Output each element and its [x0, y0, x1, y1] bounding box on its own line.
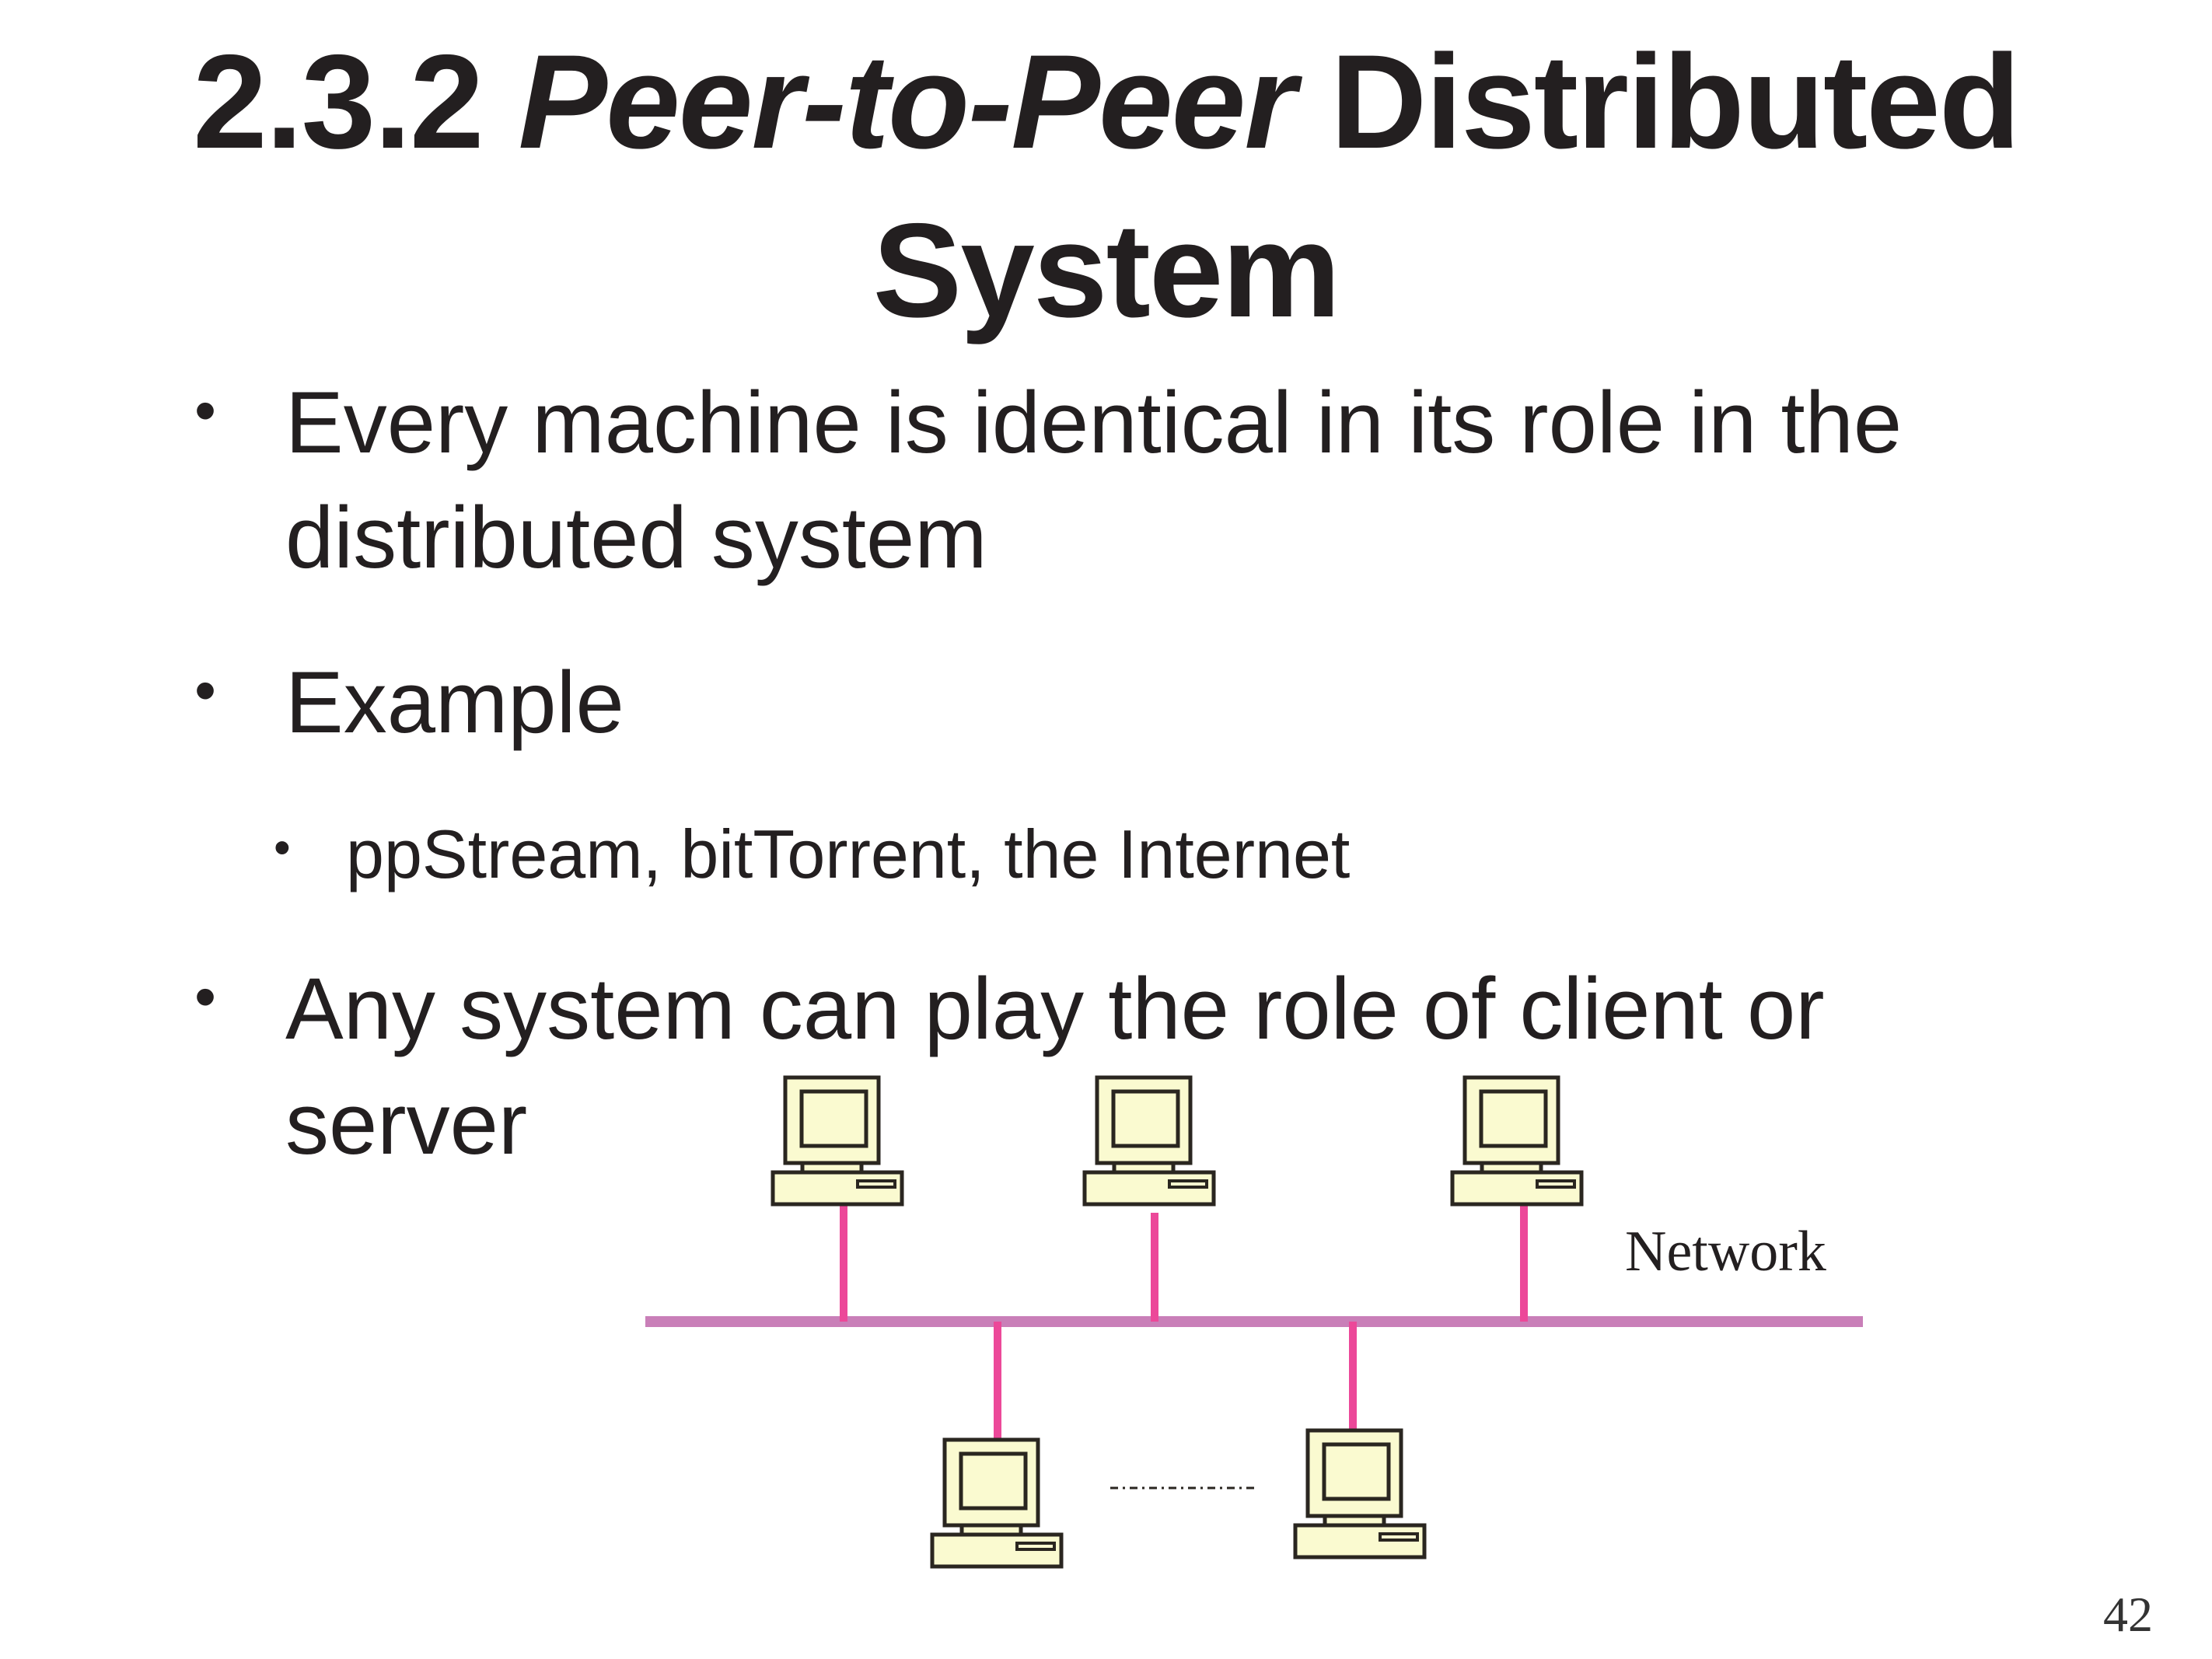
section-number: 2.3.2 — [193, 27, 484, 176]
computer-icon — [773, 1077, 902, 1204]
computer-icon — [932, 1440, 1061, 1566]
sub-bullet-1: ppStream, bitTorrent, the Internet — [346, 816, 1351, 892]
link-line — [1349, 1322, 1357, 1430]
bullet-dot: • — [194, 375, 217, 445]
bullet-dot: • — [194, 655, 217, 725]
title-italic: Peer-to-Peer — [518, 27, 1296, 176]
computer-icon — [1295, 1430, 1424, 1557]
network-label: Network — [1625, 1220, 1826, 1284]
link-line — [840, 1204, 847, 1322]
link-line — [994, 1322, 1001, 1440]
network-bus — [645, 1316, 1863, 1327]
page-number: 42 — [2103, 1587, 2153, 1642]
title-rest: Distributed — [1330, 27, 2021, 176]
bullet-3: Any system can play the role of client o… — [285, 960, 1825, 1172]
slide-title-line1: 2.3.2 Peer-to-Peer Distributed — [0, 35, 2212, 169]
computer-icon — [1085, 1077, 1214, 1204]
slide-title-line2: System — [872, 196, 1341, 345]
bullet-1: Every machine is identical in its role i… — [285, 374, 1903, 586]
link-line — [1151, 1213, 1158, 1322]
sub-bullet-dot: • — [274, 821, 291, 875]
computer-icon — [1452, 1077, 1581, 1204]
bullet-2: Example — [285, 654, 624, 751]
bullet-dot: • — [194, 962, 217, 1031]
link-line — [1520, 1204, 1528, 1322]
